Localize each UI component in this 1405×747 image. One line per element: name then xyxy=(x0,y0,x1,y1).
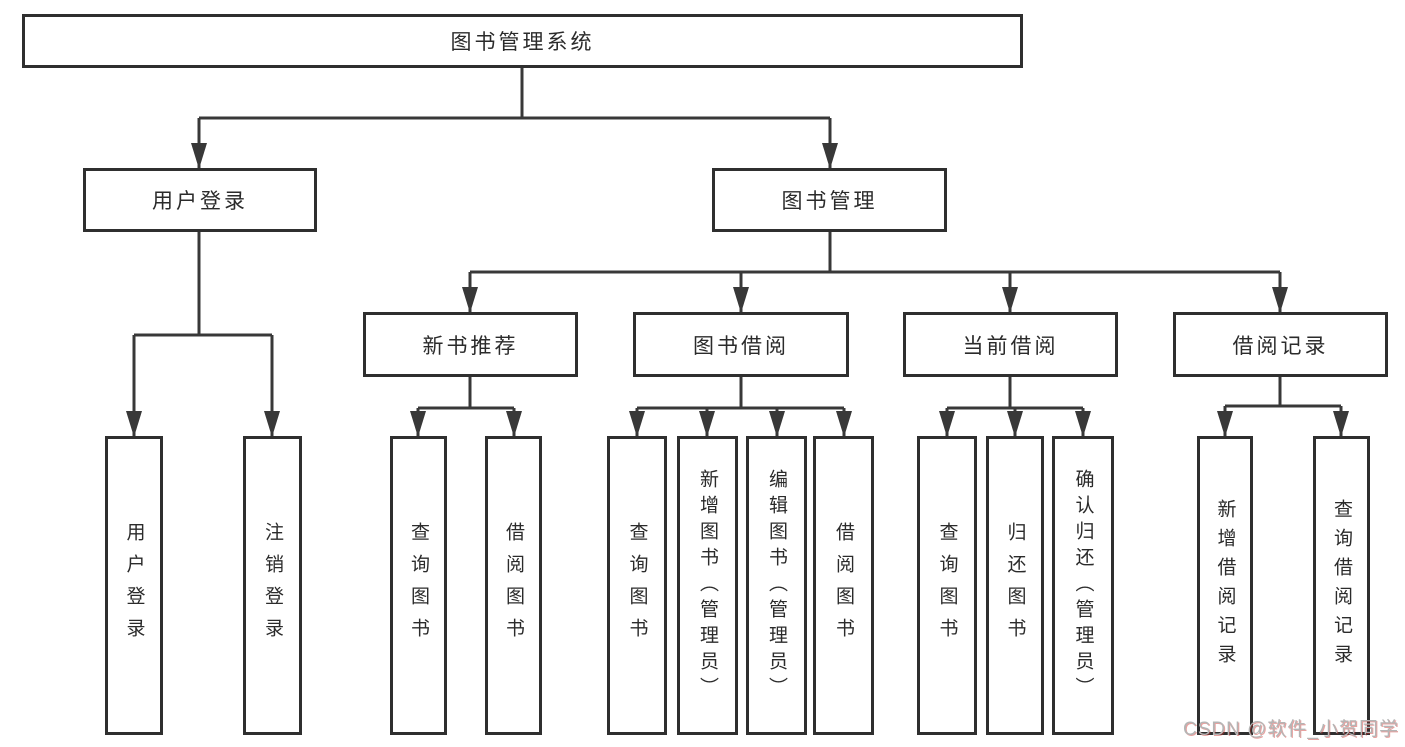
node-label: 查询图书 xyxy=(936,521,958,650)
node-label: 新增图书（管理员） xyxy=(697,468,718,703)
node-bb-borrow-books: 借阅图书 xyxy=(813,436,874,735)
node-cb-confirm-return-admin: 确认归还（管理员） xyxy=(1052,436,1114,735)
node-user-login: 用户登录 xyxy=(83,168,317,232)
node-label: 图书管理 xyxy=(781,190,878,213)
node-label: 编辑图书（管理员） xyxy=(766,468,787,703)
node-label: 新增借阅记录 xyxy=(1214,498,1236,673)
node-label: 当前借阅 xyxy=(962,334,1059,358)
node-label: 查询借阅记录 xyxy=(1331,498,1352,673)
node-label: 查询图书 xyxy=(408,521,429,650)
arrow-down-icon xyxy=(126,118,1349,437)
node-br-add-record: 新增借阅记录 xyxy=(1197,436,1253,735)
node-label: 注销登录 xyxy=(262,521,283,650)
node-bb-add-books-admin: 新增图书（管理员） xyxy=(677,436,738,735)
node-label: 归还图书 xyxy=(1004,521,1026,650)
node-bb-edit-books-admin: 编辑图书（管理员） xyxy=(746,436,807,735)
node-book-borrow: 图书借阅 xyxy=(633,312,849,377)
node-label: 新书推荐 xyxy=(422,334,519,358)
node-root: 图书管理系统 xyxy=(22,14,1023,68)
node-label: 用户登录 xyxy=(152,190,248,213)
node-cb-query-books: 查询图书 xyxy=(917,436,977,735)
node-current-borrow: 当前借阅 xyxy=(903,312,1118,377)
node-logout: 注销登录 xyxy=(243,436,302,735)
node-label: 用户登录 xyxy=(123,521,145,650)
node-borrow-records: 借阅记录 xyxy=(1173,312,1388,377)
watermark: CSDN @软件_小贺同学 xyxy=(1183,719,1399,740)
node-label: 图书管理系统 xyxy=(450,31,595,54)
node-new-book-recommend: 新书推荐 xyxy=(363,312,578,377)
node-nb-borrow-books: 借阅图书 xyxy=(485,436,542,735)
node-label: 借阅图书 xyxy=(833,521,854,650)
node-br-query-record: 查询借阅记录 xyxy=(1313,436,1370,735)
node-bb-query-books: 查询图书 xyxy=(607,436,667,735)
node-label: 借阅记录 xyxy=(1232,334,1329,358)
node-cb-return-books: 归还图书 xyxy=(986,436,1044,735)
node-label: 图书借阅 xyxy=(693,334,789,358)
node-book-management: 图书管理 xyxy=(712,168,947,232)
node-label: 确认归还（管理员） xyxy=(1072,468,1094,703)
node-user-login-action: 用户登录 xyxy=(105,436,163,735)
node-label: 查询图书 xyxy=(626,521,648,650)
node-label: 借阅图书 xyxy=(503,521,524,650)
node-nb-query-books: 查询图书 xyxy=(390,436,447,735)
